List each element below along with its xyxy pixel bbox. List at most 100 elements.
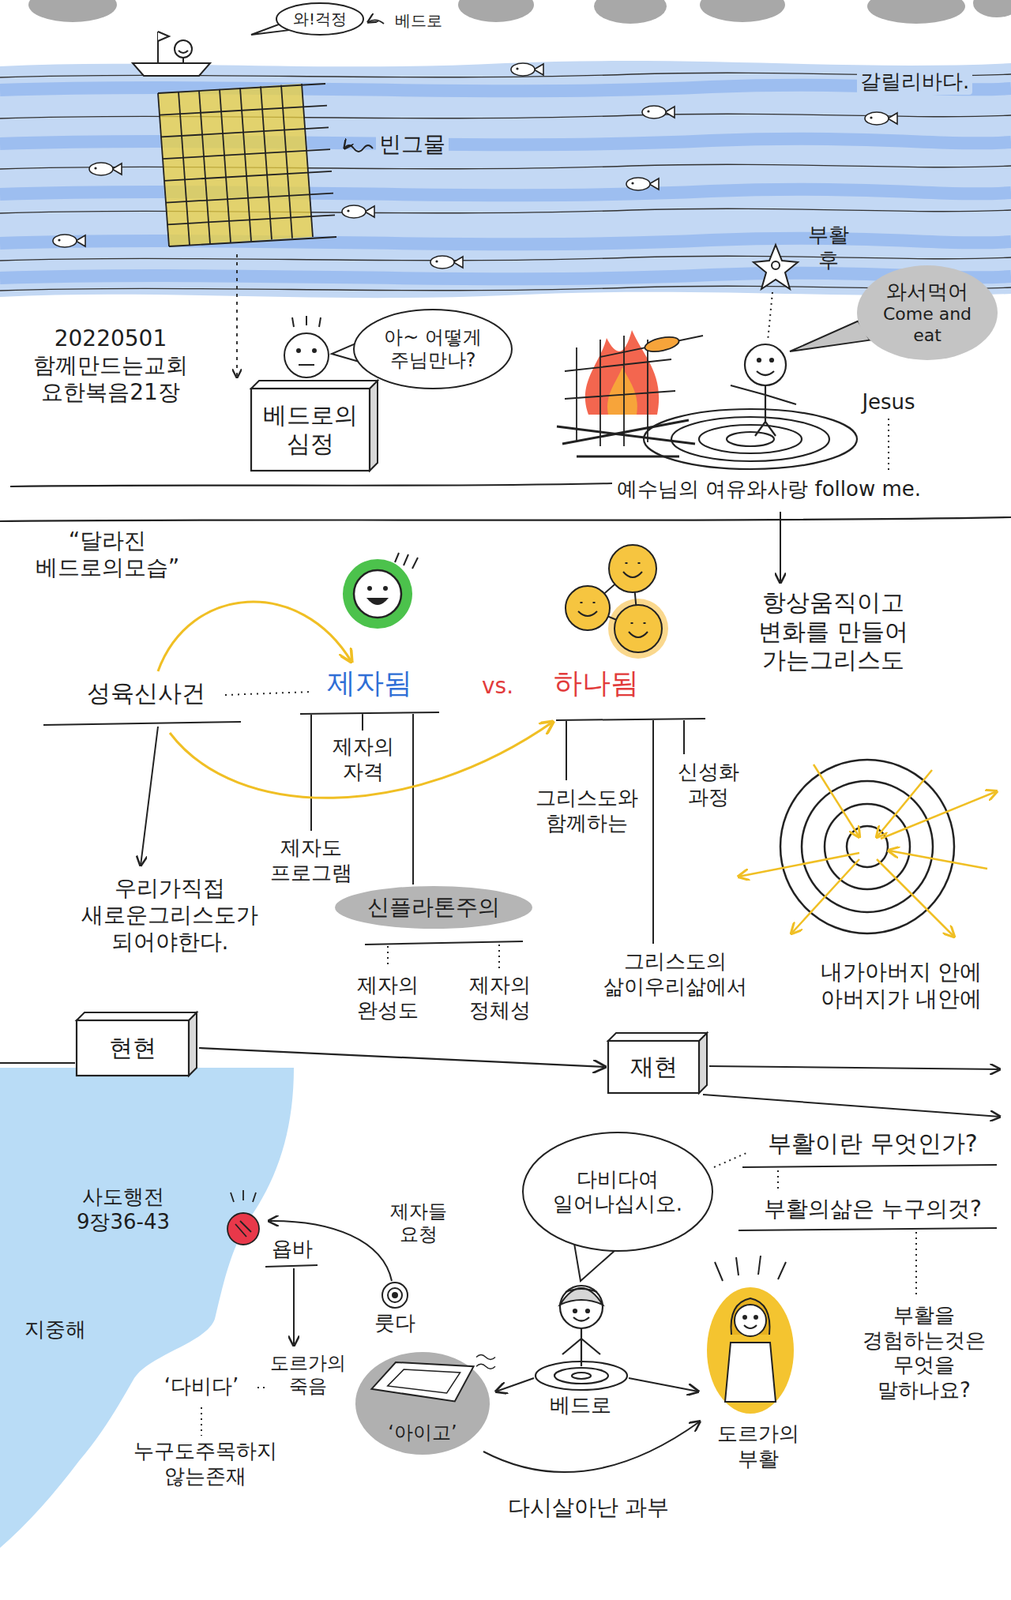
concept-box: 재현 xyxy=(608,1041,700,1094)
radiating-arrows xyxy=(876,770,933,838)
fish xyxy=(93,166,97,170)
peter-figure xyxy=(565,1289,598,1293)
lydda-dot xyxy=(392,1292,398,1298)
fishing-boat xyxy=(157,31,159,64)
map-arrows xyxy=(265,1221,392,1346)
campfire xyxy=(564,335,676,447)
jesus-figure xyxy=(757,358,761,362)
oneness-smileys xyxy=(614,605,662,653)
dorcas-figure xyxy=(706,1287,794,1414)
fish xyxy=(626,177,659,191)
radiating-arrows xyxy=(738,764,997,937)
dotted-leader xyxy=(225,691,312,696)
dashed-arrow xyxy=(236,254,238,378)
campfire xyxy=(556,330,703,457)
fishing-boat xyxy=(132,31,211,76)
peter-figure xyxy=(571,1372,591,1380)
fish xyxy=(430,255,463,269)
date-note: 20220501 함께만드는교회 요한복음21장 xyxy=(23,325,198,406)
coffin-shape: ‘아이고’ xyxy=(355,1352,490,1455)
node-text: 현현 xyxy=(84,1033,181,1063)
yellow-arrow xyxy=(157,601,352,672)
radiating-arrows xyxy=(738,853,860,877)
node-outline xyxy=(856,265,998,361)
sea-of-galilee xyxy=(0,164,1011,170)
peter-figure xyxy=(586,1309,590,1313)
node-outline xyxy=(76,1020,189,1076)
campfire xyxy=(556,420,696,457)
peter-face xyxy=(284,315,329,378)
reference-label: 사도행전 9장36-43 xyxy=(52,1184,195,1235)
cloud xyxy=(699,0,786,23)
cloud xyxy=(973,0,1011,18)
jesus-figure xyxy=(770,358,774,362)
joppa-dot xyxy=(235,1221,252,1237)
branch-label: 신성화 과정 xyxy=(665,759,752,810)
fish xyxy=(342,205,366,218)
lydda-dot xyxy=(382,1282,408,1308)
map-arrows xyxy=(268,1221,392,1282)
campfire xyxy=(607,367,638,415)
net-grid xyxy=(260,86,272,240)
risen-star xyxy=(753,244,798,290)
fish xyxy=(89,162,113,176)
fish xyxy=(887,112,898,125)
topic-label: 제자됨 xyxy=(314,665,425,701)
peter-figure xyxy=(628,1378,699,1392)
net-grid xyxy=(162,149,331,159)
fish xyxy=(52,234,77,248)
sea-of-galilee xyxy=(0,285,1011,291)
dotted-leader xyxy=(387,944,500,969)
radiating-arrows xyxy=(876,859,955,937)
note-text: 항상움직이고 변화를 만들어 가는그리스도 xyxy=(738,588,929,676)
note-text: 부활 후 xyxy=(804,222,854,273)
cloud xyxy=(458,0,534,23)
dorcas-figure xyxy=(714,1255,786,1282)
flow-arrow xyxy=(199,1048,606,1068)
place-label: 욥바 xyxy=(268,1236,316,1263)
node-text: 재현 xyxy=(616,1052,692,1082)
fish xyxy=(631,181,634,185)
timeline-arrow xyxy=(709,1066,1000,1070)
risen-star xyxy=(771,261,780,270)
peter-figure xyxy=(559,1288,603,1305)
place-label: 갈릴리바다. xyxy=(856,69,973,95)
fish xyxy=(665,106,675,118)
oneness-smileys xyxy=(587,568,639,629)
object-label: 빈그물 xyxy=(375,131,449,158)
theme-oval: 신플라톤주의 xyxy=(334,886,533,929)
question-lines xyxy=(738,1228,997,1231)
sea-of-galilee xyxy=(0,255,1011,261)
node-outline xyxy=(608,1033,707,1042)
net-grid xyxy=(165,193,334,203)
disciple-smiley xyxy=(353,570,402,618)
disciple-smiley xyxy=(342,552,418,629)
node-outline xyxy=(699,1033,707,1094)
fish xyxy=(57,238,61,241)
fish xyxy=(364,206,375,218)
timeline-arrow xyxy=(702,1094,1000,1117)
node-text: 와서먹어 xyxy=(878,279,978,305)
radiating-arrows xyxy=(880,791,997,839)
radiating-arrows xyxy=(791,859,860,934)
map-arrows xyxy=(293,1268,295,1346)
jesus-figure xyxy=(756,371,775,376)
timeline-arrow xyxy=(702,1066,1000,1117)
fish xyxy=(626,177,651,191)
fishing-boat xyxy=(178,50,188,53)
yellow-arrow xyxy=(157,601,553,798)
jesus-figure xyxy=(730,385,797,436)
target-circles xyxy=(780,759,955,934)
fishing-boat xyxy=(182,57,185,64)
net-grid xyxy=(157,83,326,94)
sea-of-galilee xyxy=(0,60,1011,298)
note-text: 제자들 요청 xyxy=(387,1200,451,1248)
person-label: 베드로 xyxy=(387,11,451,31)
cloud xyxy=(28,0,117,23)
peter-figure xyxy=(573,1309,577,1313)
peter-figure xyxy=(559,1285,603,1329)
node-text: 아~ 어떻게 주님만나? xyxy=(377,326,489,373)
fish xyxy=(864,112,898,125)
peter-face xyxy=(292,315,321,327)
